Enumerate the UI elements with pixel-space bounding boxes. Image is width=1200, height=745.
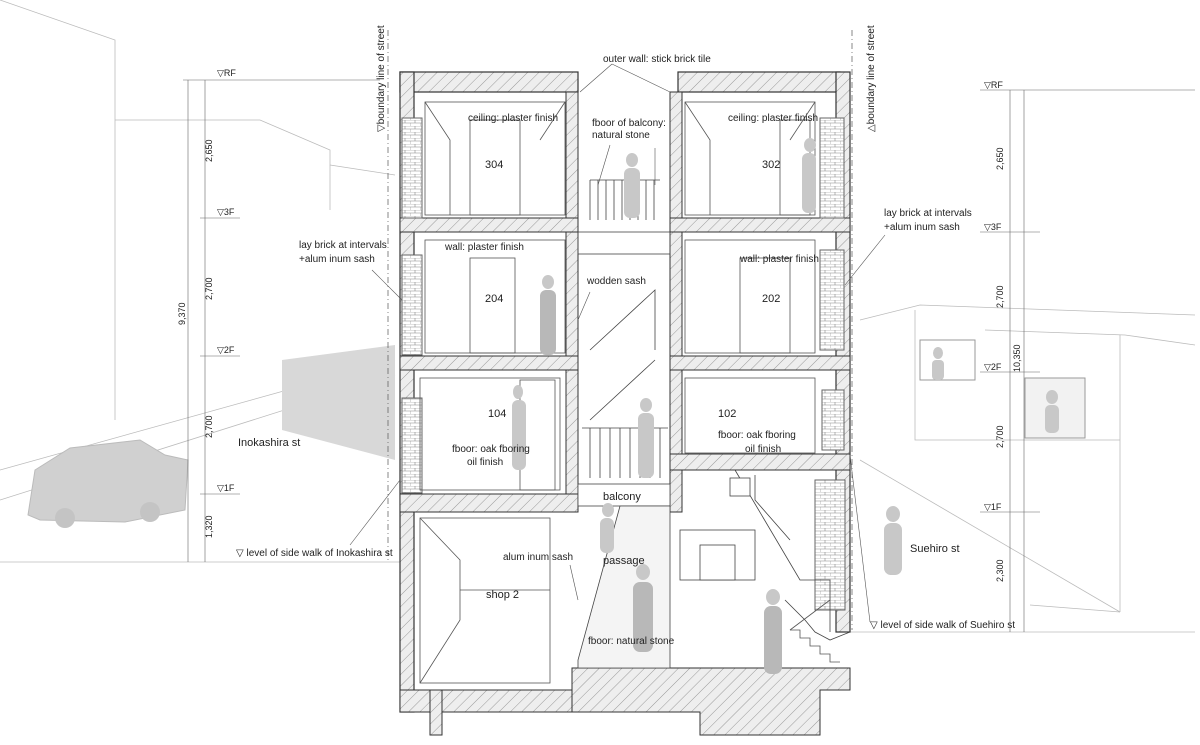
label-balcony-floor-2: natural stone: [592, 130, 650, 141]
level-2f-left: ▽2F: [217, 345, 235, 355]
dimension-chain-left: [183, 79, 380, 562]
label-lay-brick-left-1: lay brick at intervals: [299, 240, 387, 251]
dim-right-2: 2,700: [995, 285, 1005, 308]
label-room-102: 102: [718, 408, 736, 420]
label-street-left: Inokashira st: [238, 437, 300, 449]
parked-car: [27, 439, 189, 528]
label-wall-left: wall: plaster finish: [444, 242, 524, 253]
label-sidewalk-left: ▽ level of side walk of Inokashira st: [236, 548, 393, 559]
label-ceiling-right: ceiling: plaster finish: [728, 113, 818, 124]
label-street-right: Suehiro st: [910, 543, 960, 555]
label-ceiling-left: ceiling: plaster finish: [468, 113, 558, 124]
label-outer-wall: outer wall: stick brick tile: [603, 54, 711, 65]
people-silhouettes: [512, 138, 1059, 674]
label-shop: shop 2: [486, 589, 519, 601]
boundary-lines: [387, 30, 853, 630]
dim-left-4: 1,320: [204, 515, 214, 538]
building-section: [399, 71, 851, 736]
dim-left-1: 2,650: [204, 139, 214, 162]
level-2f-right: ▽2F: [984, 362, 1002, 372]
label-wood-sash: wodden sash: [586, 276, 646, 287]
dimension-chain-right: [980, 89, 1195, 632]
label-floor-stone: fboor: natural stone: [588, 636, 675, 647]
level-3f-right: ▽3F: [984, 222, 1002, 232]
dim-right-1: 2,650: [995, 147, 1005, 170]
dim-left-3: 2,700: [204, 415, 214, 438]
label-floor-left-2: oil finish: [467, 457, 503, 468]
label-room-204: 204: [485, 293, 503, 305]
level-3f-left: ▽3F: [217, 207, 235, 217]
label-sidewalk-right: ▽ level of side walk of Suehiro st: [870, 620, 1015, 631]
label-room-302: 302: [762, 159, 780, 171]
label-wall-right: wall: plaster finish: [739, 254, 819, 265]
label-aluminum-sash: alum inum sash: [503, 552, 573, 563]
label-floor-right-2: oil finish: [745, 444, 781, 455]
label-balcony-floor-1: fboor of balcony:: [592, 118, 666, 129]
dim-left-2: 2,700: [204, 277, 214, 300]
level-1f-right: ▽1F: [984, 502, 1002, 512]
label-lay-brick-left-2: +alum inum sash: [299, 254, 375, 265]
dim-right-4: 2,300: [995, 559, 1005, 582]
boundary-label-left: ▽boundary line of street: [376, 25, 387, 132]
dim-right-3: 2,700: [995, 425, 1005, 448]
level-rf-right: ▽RF: [984, 80, 1003, 90]
dim-right-total: 10,350: [1012, 344, 1022, 372]
building-shadow: [282, 345, 395, 460]
label-room-304: 304: [485, 159, 503, 171]
label-lay-brick-right-2: +alum inum sash: [884, 222, 960, 233]
label-lay-brick-right-1: lay brick at intervals: [884, 208, 972, 219]
label-floor-left-1: fboor: oak fboring: [452, 444, 530, 455]
leader-lines: [349, 63, 886, 623]
boundary-label-right: △boundary line of street: [866, 25, 877, 132]
dim-left-total: 9,370: [177, 302, 187, 325]
level-1f-left: ▽1F: [217, 483, 235, 493]
level-rf-left: ▽RF: [217, 68, 236, 78]
label-room-104: 104: [488, 408, 506, 420]
label-balcony: balcony: [603, 491, 641, 503]
label-floor-right-1: fboor: oak fboring: [718, 430, 796, 441]
label-passage: passage: [603, 555, 645, 567]
label-room-202: 202: [762, 293, 780, 305]
neighbor-window: [919, 339, 1086, 439]
